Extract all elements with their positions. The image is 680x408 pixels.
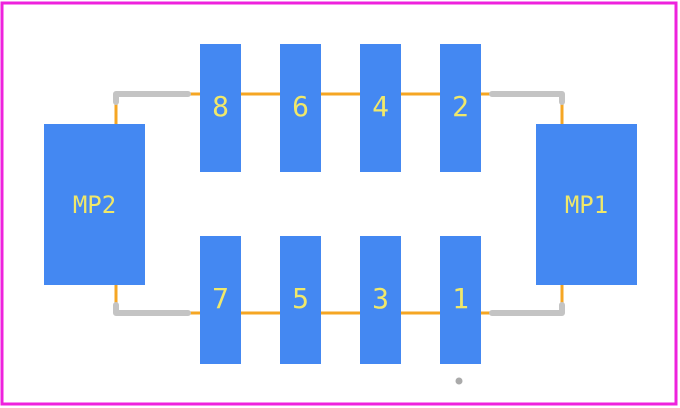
pad-mp2[interactable]: MP2	[44, 124, 145, 285]
pad-4[interactable]: 4	[360, 44, 401, 172]
pad-1[interactable]: 1	[440, 236, 481, 364]
pad-7-label: 7	[212, 282, 229, 315]
silk-bottom-left	[113, 302, 191, 316]
pad-mp1-label: MP1	[565, 191, 608, 219]
pad-7-copper	[200, 236, 241, 364]
silk-top-left	[113, 91, 191, 105]
pad-8[interactable]: 8	[200, 44, 241, 172]
pad-8-label: 8	[212, 90, 229, 123]
silkscreen	[113, 91, 565, 316]
pad-4-label: 4	[372, 90, 389, 123]
pad-3-copper	[360, 236, 401, 364]
silk-bottom-right	[489, 302, 565, 316]
pad-5-label: 5	[292, 282, 309, 315]
pad-3[interactable]: 3	[360, 236, 401, 364]
pad-mp1-copper	[536, 124, 637, 285]
pad-5[interactable]: 5	[280, 236, 321, 364]
pad-6-label: 6	[292, 90, 309, 123]
pad-6-copper	[280, 44, 321, 172]
pad-mp2-label: MP2	[73, 191, 116, 219]
courtyard-traces	[114, 92, 564, 315]
silk-top-right	[489, 91, 565, 105]
origin-dot	[455, 377, 463, 385]
pad-2-copper	[440, 44, 481, 172]
pad-2-label: 2	[452, 90, 469, 123]
pad-mp1[interactable]: MP1	[536, 124, 637, 285]
pad-8-copper	[200, 44, 241, 172]
pad-7[interactable]: 7	[200, 236, 241, 364]
pad-1-label: 1	[452, 282, 469, 315]
pad-1-copper	[440, 236, 481, 364]
pad-4-copper	[360, 44, 401, 172]
pad-5-copper	[280, 236, 321, 364]
pad-6[interactable]: 6	[280, 44, 321, 172]
pad-3-label: 3	[372, 282, 389, 315]
pad-mp2-copper	[44, 124, 145, 285]
pad-2[interactable]: 2	[440, 44, 481, 172]
